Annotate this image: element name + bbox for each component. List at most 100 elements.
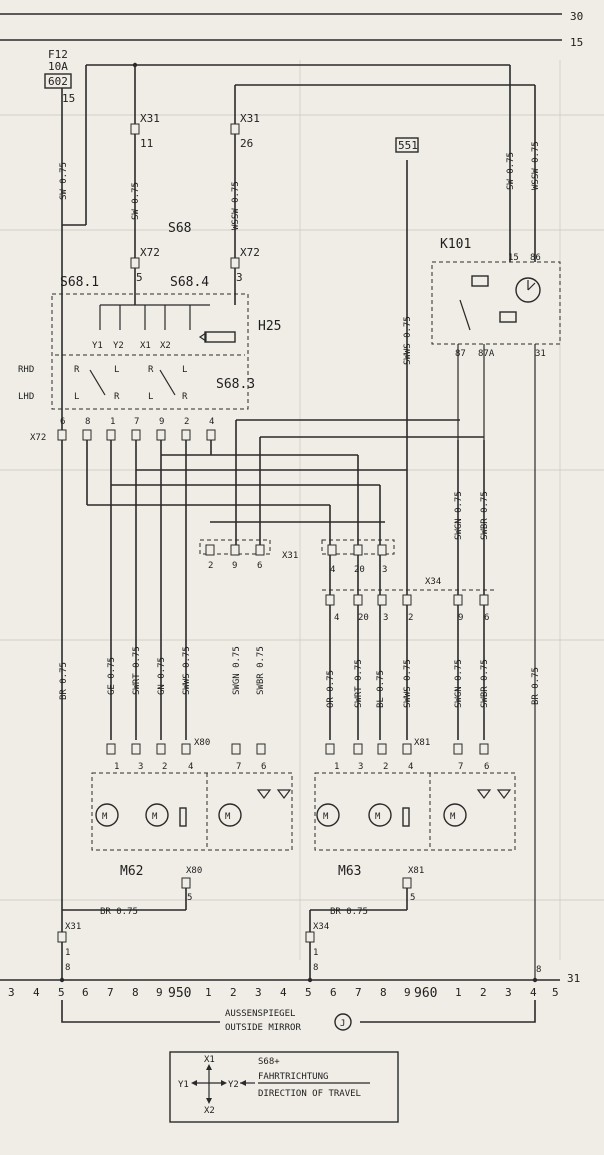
svg-text:SWBR 0.75: SWBR 0.75: [480, 491, 490, 540]
svg-text:5: 5: [187, 893, 192, 903]
svg-text:6: 6: [484, 613, 489, 623]
svg-text:S68.1: S68.1: [60, 275, 99, 290]
svg-text:SWWS 0.75: SWWS 0.75: [403, 659, 413, 708]
svg-text:X72: X72: [140, 246, 160, 259]
svg-text:8: 8: [65, 963, 70, 973]
svg-text:8: 8: [313, 963, 318, 973]
svg-text:950: 950: [168, 986, 191, 1001]
svg-text:2: 2: [230, 986, 237, 999]
svg-text:Y1: Y1: [92, 341, 103, 351]
svg-text:OUTSIDE MIRROR: OUTSIDE MIRROR: [225, 1023, 301, 1033]
svg-text:L: L: [182, 365, 187, 375]
svg-text:H25: H25: [258, 319, 281, 334]
svg-text:X34: X34: [425, 577, 441, 587]
svg-text:SW 0.75: SW 0.75: [131, 182, 141, 220]
svg-text:2: 2: [162, 762, 167, 772]
svg-text:7: 7: [236, 762, 241, 772]
svg-text:SW 0.75: SW 0.75: [506, 152, 516, 190]
column-scale: 3 4 5 6 7 8 9 950 1 2 3 4 5 6 7 8 9 960 …: [8, 986, 559, 1001]
svg-text:BL 0.75: BL 0.75: [376, 670, 386, 708]
svg-text:DIRECTION OF TRAVEL: DIRECTION OF TRAVEL: [258, 1089, 361, 1099]
svg-text:4: 4: [188, 762, 193, 772]
svg-text:26: 26: [240, 137, 253, 150]
svg-text:5: 5: [410, 893, 415, 903]
svg-text:R: R: [114, 392, 120, 402]
svg-text:SWWS 0.75: SWWS 0.75: [403, 316, 413, 365]
svg-text:31: 31: [535, 349, 546, 359]
svg-text:8: 8: [132, 986, 139, 999]
svg-text:6: 6: [82, 986, 89, 999]
svg-text:M63: M63: [338, 864, 361, 879]
svg-text:SWGN 0.75: SWGN 0.75: [454, 659, 464, 708]
svg-text:2: 2: [408, 613, 413, 623]
svg-text:L: L: [148, 392, 153, 402]
mirror-motor-m62: X80 1 3 2 4 7 6 M M M M62 X80 5: [91, 738, 293, 903]
svg-text:X1: X1: [140, 341, 151, 351]
svg-text:1: 1: [313, 948, 318, 958]
svg-text:9: 9: [404, 986, 411, 999]
svg-text:WSSW 0.75: WSSW 0.75: [231, 181, 241, 230]
svg-text:5: 5: [58, 986, 65, 999]
connector-x34-row: X34 4 20 3 2 9 6 SWGN 0.75 SWBR 0.75: [322, 491, 495, 623]
svg-text:9: 9: [458, 613, 463, 623]
svg-text:S68.3: S68.3: [216, 377, 255, 392]
svg-text:L: L: [114, 365, 119, 375]
svg-text:3: 3: [383, 613, 388, 623]
svg-text:11: 11: [140, 137, 153, 150]
svg-text:SWBR 0.75: SWBR 0.75: [480, 659, 490, 708]
svg-text:R: R: [148, 365, 154, 375]
svg-text:5: 5: [305, 986, 312, 999]
svg-text:RHD: RHD: [18, 365, 34, 375]
svg-text:M: M: [323, 812, 329, 822]
svg-text:OR 0.75: OR 0.75: [326, 670, 336, 708]
svg-text:3: 3: [505, 986, 512, 999]
connector-x31-top: X31 11 X31 26: [130, 112, 260, 150]
svg-text:X72: X72: [240, 246, 260, 259]
svg-text:3: 3: [138, 762, 143, 772]
ground-wiring: BR 0.75 BR 0.75 X31 1 8 X34 1 8 8 31: [0, 888, 580, 985]
svg-text:GE 0.75: GE 0.75: [107, 657, 117, 695]
mirror-motor-m63: X81 1 3 2 4 7 6 M M M M63 X81 5: [314, 738, 516, 903]
svg-text:2: 2: [184, 417, 189, 427]
svg-text:87A: 87A: [478, 349, 495, 359]
svg-text:6: 6: [261, 762, 266, 772]
svg-text:1: 1: [110, 417, 115, 427]
wire-labels-lower: BR 0.75 GE 0.75 SWRT 0.75 GN 0.75 SWWS 0…: [59, 646, 541, 708]
svg-text:X81: X81: [408, 866, 424, 876]
svg-text:Y2: Y2: [113, 341, 124, 351]
top-wiring: [62, 62, 536, 590]
svg-text:9: 9: [232, 561, 237, 571]
svg-text:SWGN 0.75: SWGN 0.75: [454, 491, 464, 540]
svg-text:15: 15: [62, 92, 75, 105]
svg-text:7: 7: [107, 986, 114, 999]
svg-text:4: 4: [408, 762, 413, 772]
svg-text:M: M: [102, 812, 108, 822]
terminal-551: 551: [395, 137, 419, 153]
svg-text:2: 2: [480, 986, 487, 999]
switch-s68-header: S68 X72 5 X72 3: [130, 221, 260, 284]
svg-text:31: 31: [567, 972, 580, 985]
svg-text:4: 4: [530, 986, 537, 999]
svg-text:SWRT 0.75: SWRT 0.75: [354, 659, 364, 708]
rail-30-label: 30: [570, 10, 583, 23]
svg-text:7: 7: [355, 986, 362, 999]
switch-s68-assembly: S68.1 S68.4 H25 S68.3 Y1 Y2 X1 X2 RHD LH…: [18, 275, 281, 410]
svg-text:Y2: Y2: [228, 1080, 239, 1090]
svg-text:9: 9: [156, 986, 163, 999]
svg-text:J: J: [340, 1019, 345, 1029]
svg-text:BR 0.75: BR 0.75: [59, 662, 69, 700]
svg-text:1: 1: [205, 986, 212, 999]
svg-text:551: 551: [398, 139, 418, 152]
svg-text:L: L: [74, 392, 79, 402]
svg-text:6: 6: [257, 561, 262, 571]
svg-text:X34: X34: [313, 922, 329, 932]
svg-text:2: 2: [383, 762, 388, 772]
svg-text:X31: X31: [240, 112, 260, 125]
svg-text:S68: S68: [168, 221, 191, 236]
svg-text:WSSW 0.75: WSSW 0.75: [531, 141, 541, 190]
svg-text:1: 1: [334, 762, 339, 772]
svg-text:9: 9: [159, 417, 164, 427]
fuse-f12: F12 10A 602 15: [44, 48, 75, 980]
